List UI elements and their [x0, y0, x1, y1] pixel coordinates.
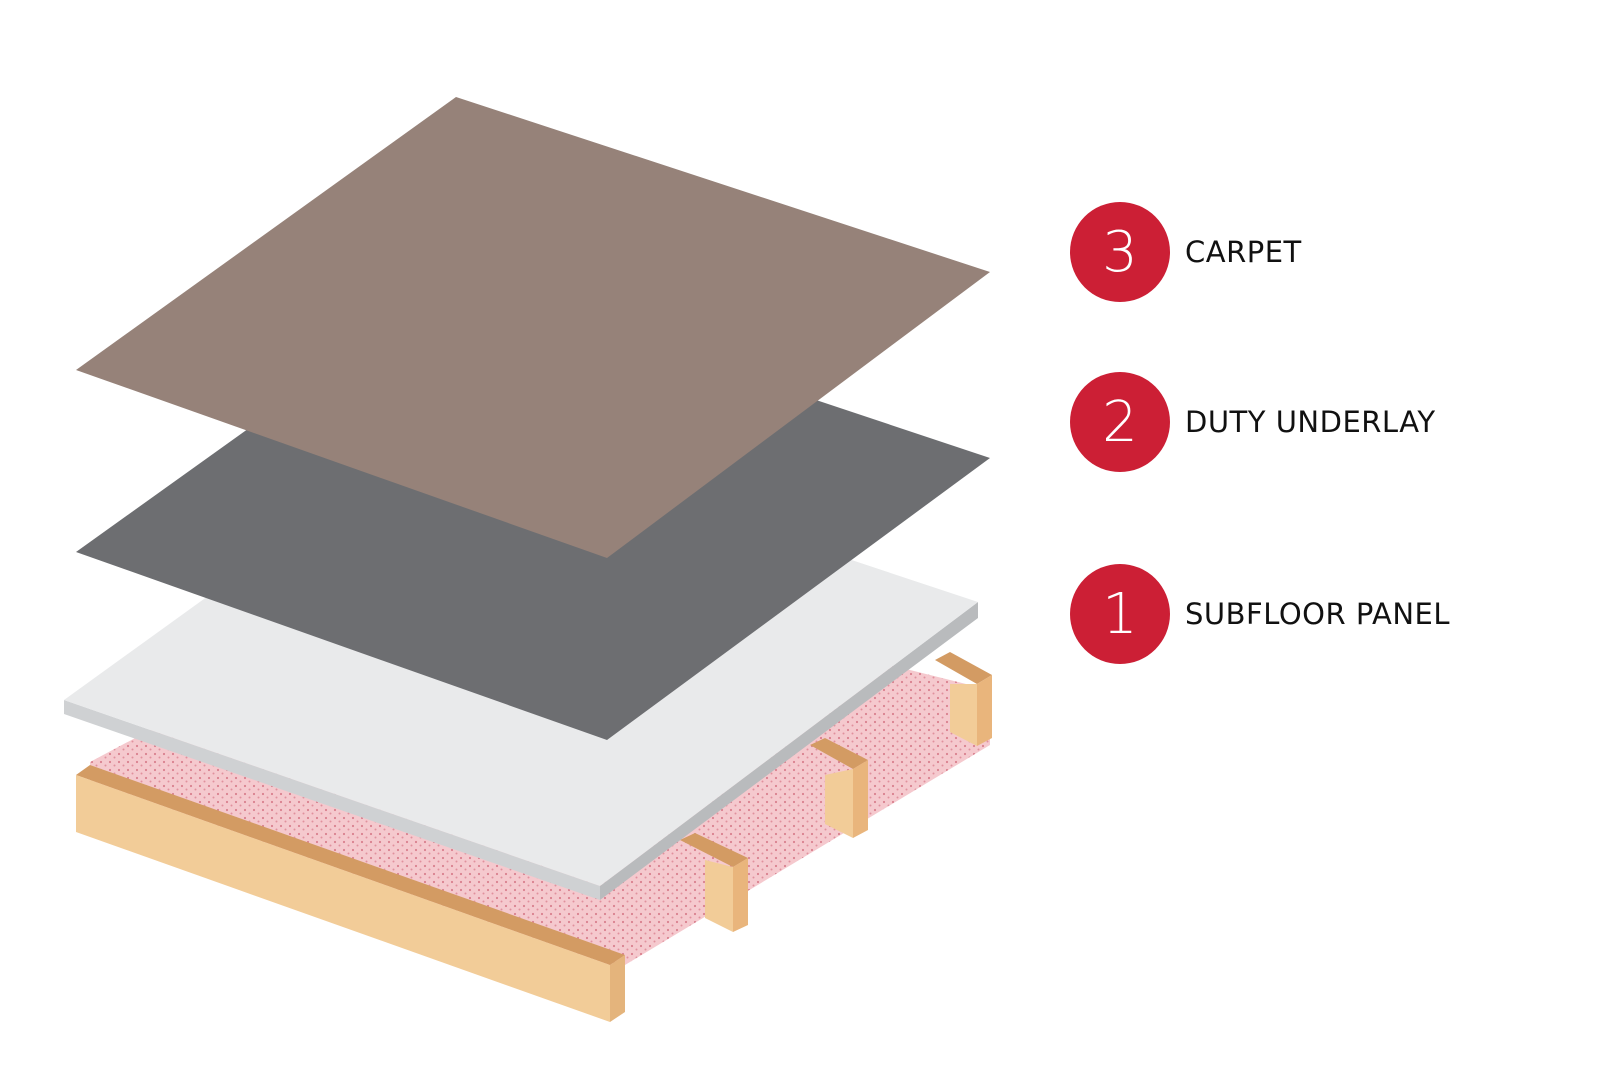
joist-front: [76, 765, 625, 1022]
number-badge: 1: [1070, 564, 1170, 664]
carpet: [76, 97, 990, 558]
number-badge: 2: [1070, 372, 1170, 472]
legend-label: DUTY UNDERLAY: [1185, 405, 1436, 439]
legend-item-carpet: 3 CARPET: [1070, 202, 1302, 302]
joist-middle-2: [810, 738, 868, 838]
legend-item-underlay: 2 DUTY UNDERLAY: [1070, 372, 1436, 472]
legend-label: SUBFLOOR PANEL: [1185, 597, 1450, 631]
legend-label: CARPET: [1185, 235, 1302, 269]
joist-back: [935, 652, 992, 746]
legend-item-subfloor: 1 SUBFLOOR PANEL: [1070, 564, 1450, 664]
number-badge: 3: [1070, 202, 1170, 302]
joist-middle-1: [680, 833, 748, 932]
